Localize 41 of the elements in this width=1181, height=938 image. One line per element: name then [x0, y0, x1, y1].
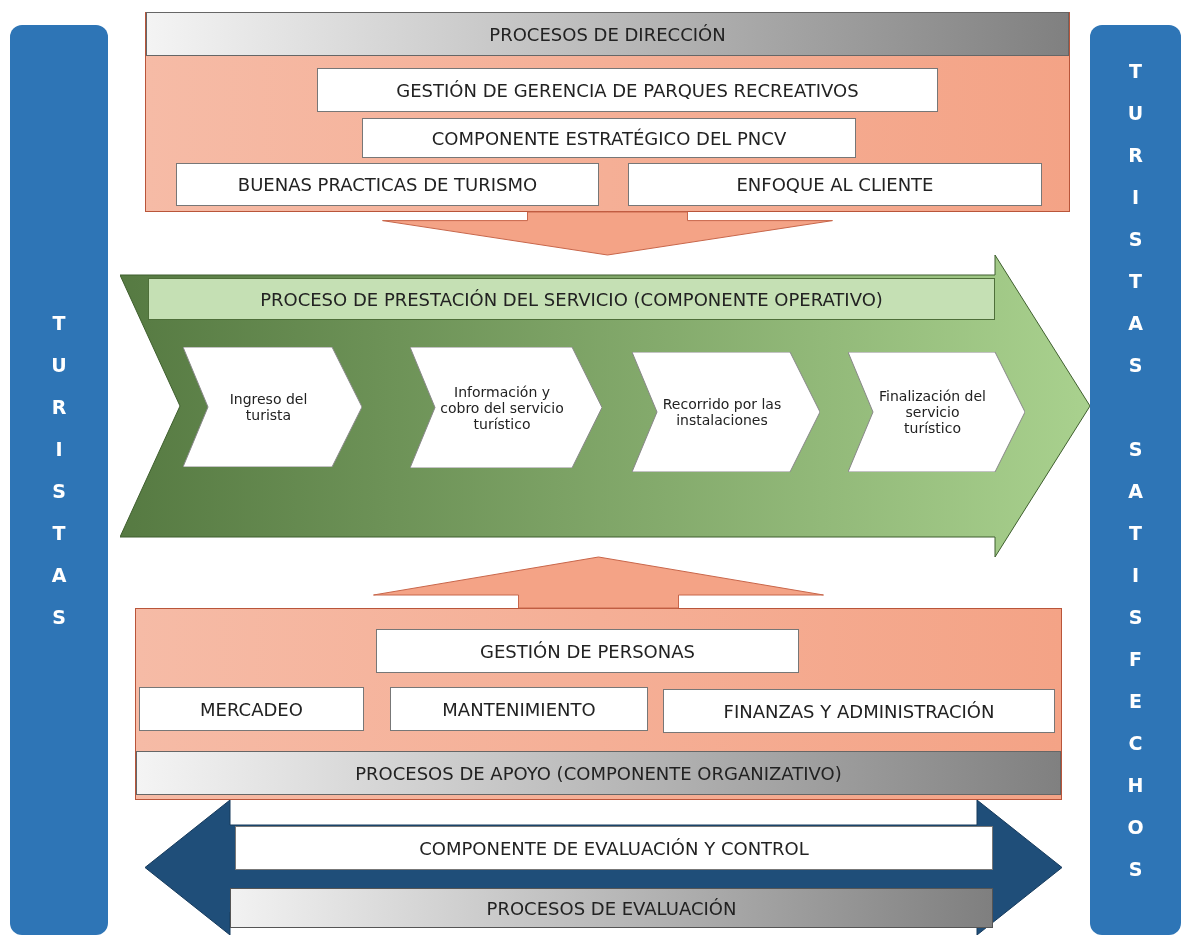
process-box — [235, 826, 993, 870]
step-label: Recorrido por las instalaciones — [662, 396, 782, 428]
process-box — [176, 163, 599, 206]
process-group-panel — [145, 12, 1070, 212]
step-label: Finalización del servicio turístico — [878, 388, 987, 436]
bar-label: PROCESOS DE EVALUACIÓN — [486, 897, 737, 919]
evaluation-banner — [145, 800, 1062, 935]
box-label: GESTIÓN DE GERENCIA DE PARQUES RECREATIVOS — [396, 79, 859, 101]
customer-banner — [10, 25, 108, 935]
process-flow-arrow — [120, 255, 1090, 557]
block-arrow — [373, 556, 824, 609]
process-box — [317, 68, 938, 112]
process-box — [390, 687, 648, 731]
box-label: BUENAS PRACTICAS DE TURISMO — [237, 174, 538, 195]
process-bar — [230, 888, 993, 928]
box-label: COMPONENTE ESTRATÉGICO DEL PNCV — [431, 127, 787, 149]
box-label: FINANZAS Y ADMINISTRACIÓN — [723, 700, 995, 722]
block-arrow — [382, 211, 833, 256]
vertical-label: TURISTAS SATISFECHOS — [1124, 60, 1147, 900]
panel-header: PROCESOS DE APOYO (COMPONENTE ORGANIZATIVO) — [136, 751, 1061, 795]
process-box — [139, 687, 364, 731]
box-label: MANTENIMIENTO — [442, 698, 596, 720]
box-label: COMPONENTE DE EVALUACIÓN Y CONTROL — [419, 837, 809, 859]
vertical-label: TURISTAS — [48, 312, 70, 648]
chevron-step — [410, 347, 602, 468]
box-label: ENFOQUE AL CLIENTE — [736, 174, 934, 195]
panel-header: PROCESOS DE DIRECCIÓN — [146, 12, 1069, 56]
chevron-step — [183, 347, 362, 467]
chevron-step — [848, 352, 1025, 472]
chevron-step — [632, 352, 820, 472]
box-label: GESTIÓN DE PERSONAS — [480, 640, 695, 662]
process-box — [362, 118, 856, 158]
customer-banner — [1090, 25, 1181, 935]
process-box — [663, 689, 1055, 733]
step-label: Información y cobro del servicio turístico — [440, 383, 564, 432]
process-group-panel — [135, 608, 1062, 800]
box-label: MERCADEO — [200, 698, 303, 720]
flow-header: PROCESO DE PRESTACIÓN DEL SERVICIO (COMPONENTE OPERATIVO) — [148, 278, 995, 320]
process-box — [628, 163, 1042, 206]
process-box — [376, 629, 799, 673]
step-label: Ingreso del turista — [228, 391, 309, 423]
